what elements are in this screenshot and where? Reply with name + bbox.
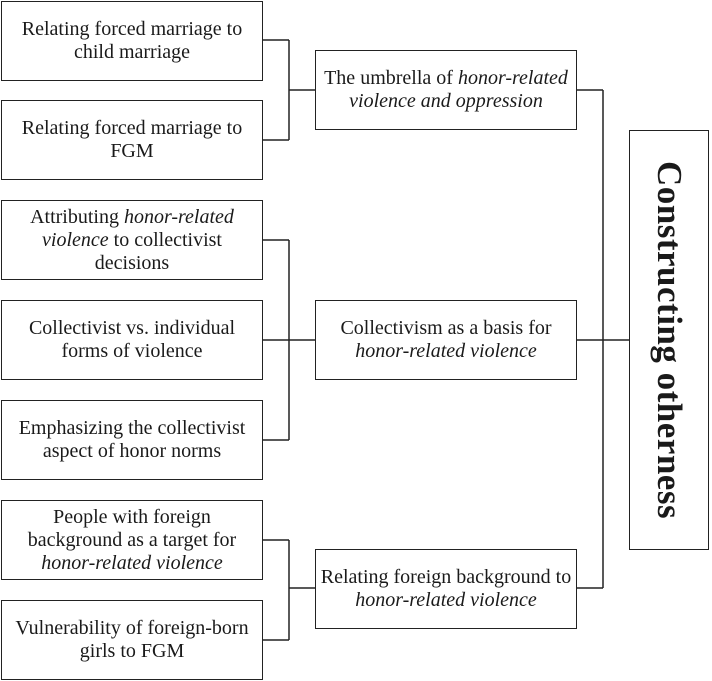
- code-box: Emphasizing the collectivist aspect of h…: [1, 400, 263, 480]
- theme-box: The umbrella of honor-related violence a…: [315, 50, 577, 130]
- code-box: Relating forced marriage to FGM: [1, 100, 263, 180]
- code-box: Attributing honor-related violence to co…: [1, 200, 263, 280]
- core-theme-label: Constructing otherness: [650, 160, 689, 520]
- theme-box: Relating foreign background to honor-rel…: [315, 549, 577, 629]
- code-box: Vulnerability of foreign-born girls to F…: [1, 600, 263, 680]
- code-box: People with foreign background as a targ…: [1, 500, 263, 580]
- theme-box: Collectivism as a basis for honor-relate…: [315, 300, 577, 380]
- code-box: Relating forced marriage to child marria…: [1, 1, 263, 81]
- code-box: Collectivist vs. individual forms of vio…: [1, 300, 263, 380]
- core-theme-box: Constructing otherness: [629, 130, 709, 550]
